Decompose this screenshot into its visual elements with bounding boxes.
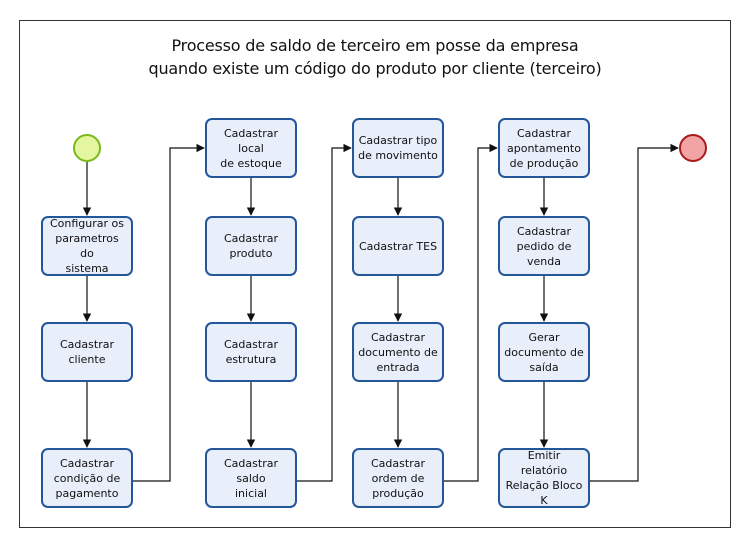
diagram-title-line-2: quando existe um código do produto por c…: [148, 59, 602, 78]
arrow-link-col2-to-col3: [297, 143, 352, 482]
task-cadastrar-saldo-inicial: Cadastrar saldo inicial: [205, 448, 297, 508]
task-cadastrar-produto: Cadastrar produto: [205, 216, 297, 276]
task-cadastrar-local-estoque: Cadastrar local de estoque: [205, 118, 297, 178]
task-configurar-parametros: Configurar os parametros do sistema: [41, 216, 133, 276]
task-gerar-documento-saida: Gerar documento de saída: [498, 322, 590, 382]
diagram-frame: [19, 20, 731, 528]
arrow-last-task-to-end: [590, 143, 679, 482]
task-cadastrar-tes: Cadastrar TES: [352, 216, 444, 276]
task-cadastrar-apontamento-producao: Cadastrar apontamento de produção: [498, 118, 590, 178]
task-cadastrar-documento-entrada: Cadastrar documento de entrada: [352, 322, 444, 382]
task-cadastrar-tipo-movimento: Cadastrar tipo de movimento: [352, 118, 444, 178]
diagram-title-line-1: Processo de saldo de terceiro em posse d…: [171, 36, 579, 55]
start-event: [73, 134, 101, 162]
task-cadastrar-pedido-venda: Cadastrar pedido de venda: [498, 216, 590, 276]
task-cadastrar-condicao-pagamento: Cadastrar condição de pagamento: [41, 448, 133, 508]
task-cadastrar-estrutura: Cadastrar estrutura: [205, 322, 297, 382]
end-event: [679, 134, 707, 162]
task-emitir-relatorio-bloco-k: Emitir relatório Relação Bloco K: [498, 448, 590, 508]
arrow-link-col1-to-col2: [133, 143, 205, 482]
task-cadastrar-ordem-producao: Cadastrar ordem de produção: [352, 448, 444, 508]
arrow-link-col3-to-col4: [444, 143, 498, 482]
task-cadastrar-cliente: Cadastrar cliente: [41, 322, 133, 382]
